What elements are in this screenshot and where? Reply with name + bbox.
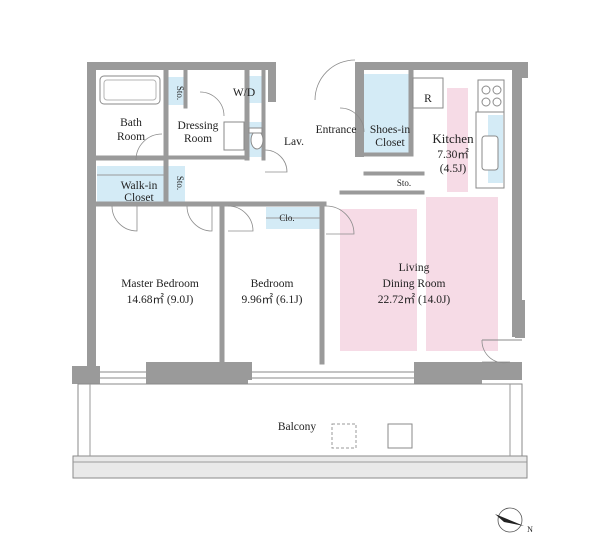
toilet-tank	[248, 127, 263, 134]
wall-bottom-right	[478, 362, 522, 380]
labels: Bath Room Sto. W/D Dressing Room Lav. En…	[117, 86, 474, 433]
compass-arrow-icon	[495, 514, 524, 526]
shoes-closet-label-1: Shoes-in	[370, 124, 411, 136]
burner-1	[481, 85, 491, 95]
balcony-rail-outer	[72, 455, 528, 479]
walkin-label-2: Closet	[124, 192, 154, 204]
living-right-zone	[426, 197, 498, 351]
compass-label: N	[527, 525, 533, 534]
partition-sto-kitchen-bottom	[339, 190, 425, 195]
partition-hall-bottom-left	[95, 201, 327, 207]
bathtub	[99, 75, 161, 105]
living-label-3: 22.72㎡ (14.0J)	[378, 293, 451, 306]
sto-walkin-label: Sto.	[175, 176, 185, 190]
shoes-closet-label-2: Closet	[375, 137, 405, 149]
burner-3	[481, 97, 491, 107]
sto-walkin-zone	[168, 166, 185, 202]
fridge-label: R	[424, 93, 432, 105]
fridge-box	[412, 77, 444, 109]
wall-right	[512, 62, 522, 337]
stove	[477, 79, 505, 113]
partition-lav-right	[261, 67, 266, 161]
sto-top-label: Sto.	[175, 86, 185, 100]
sto-top-zone	[168, 77, 185, 105]
partition-dressing-bottom	[167, 155, 247, 160]
living-label-2: Dining Room	[383, 278, 446, 290]
kitchen-label-3: (4.5J)	[440, 163, 467, 175]
sto-kitchen-label: Sto.	[397, 178, 411, 188]
compass-circle	[497, 507, 523, 533]
door-balcony-right	[481, 339, 511, 364]
wall-top-left	[87, 62, 274, 70]
wall-entrance-right	[355, 62, 364, 157]
kitchen-floor-zone	[447, 88, 468, 192]
partition-bath-bottom	[95, 155, 165, 161]
dressing-basin	[223, 121, 245, 151]
living-left-zone	[340, 209, 417, 351]
bedroom-label-2: 9.96㎡ (6.1J)	[241, 293, 302, 306]
wall-right-notch	[515, 62, 528, 78]
wall-right-notch-low	[515, 300, 525, 338]
wall-bottom-left	[72, 366, 100, 384]
compass: N	[495, 507, 533, 534]
door-master	[186, 205, 213, 232]
door-entrance	[314, 59, 356, 101]
partition-bath-vert	[163, 67, 169, 207]
zone-fills	[97, 74, 503, 351]
wd-zone	[249, 76, 262, 103]
burner-2	[492, 85, 502, 95]
walkin-label-1: Walk-in	[121, 180, 158, 192]
door-walkin	[111, 205, 138, 232]
partition-shoes-bottom	[363, 152, 413, 157]
doors	[111, 59, 511, 364]
wd-label: W/D	[233, 87, 255, 99]
partitions	[95, 67, 425, 365]
wall-entrance-left	[268, 62, 276, 102]
bathtub-inner	[103, 79, 157, 101]
master-bedroom-label-2: 14.68㎡ (9.0J)	[127, 293, 194, 306]
door-bedroom	[227, 205, 254, 232]
balcony-unit-2	[387, 423, 413, 449]
partition-dressing-right	[244, 67, 250, 161]
kitchen-sink	[481, 135, 499, 171]
dressing-label-2: Room	[184, 133, 212, 145]
shoes-closet-zone	[364, 74, 409, 154]
living-label-1: Living	[399, 262, 430, 274]
bedroom-label-1: Bedroom	[251, 278, 294, 290]
entrance-label: Entrance	[316, 124, 357, 136]
bath-label-1: Bath	[120, 117, 142, 129]
bath-label-2: Room	[117, 131, 145, 143]
burner-4	[492, 97, 502, 107]
kitchen-label-1: Kitchen	[432, 131, 474, 146]
door-lav	[264, 149, 288, 173]
lav-label: Lav.	[284, 136, 304, 148]
windows	[100, 339, 522, 379]
wall-top-right	[355, 62, 515, 70]
kitchen-label-2: 7.30㎡	[437, 148, 469, 161]
balcony-vent-1	[331, 423, 357, 449]
walkin-closet-zone	[97, 166, 166, 202]
door-dressing	[199, 91, 225, 117]
partition-sto	[183, 67, 188, 109]
master-bedroom-label-1: Master Bedroom	[121, 278, 199, 290]
clo-label: Clo.	[279, 213, 294, 223]
partition-bed-divide	[219, 201, 225, 365]
door-bath	[135, 133, 163, 161]
column-middle-strip	[222, 362, 252, 380]
balcony	[72, 383, 528, 479]
wall-left	[87, 62, 96, 372]
door-shoes	[339, 107, 365, 133]
door-living	[325, 205, 355, 235]
fixtures	[97, 75, 505, 219]
toilet	[250, 130, 264, 150]
dressing-label-1: Dressing	[178, 120, 219, 132]
partition-kitchen-left	[408, 67, 414, 157]
partition-sto-kitchen	[363, 171, 425, 176]
balcony-label: Balcony	[278, 421, 317, 433]
partition-bed2-right	[319, 201, 325, 365]
kitchen-counter	[475, 111, 505, 189]
